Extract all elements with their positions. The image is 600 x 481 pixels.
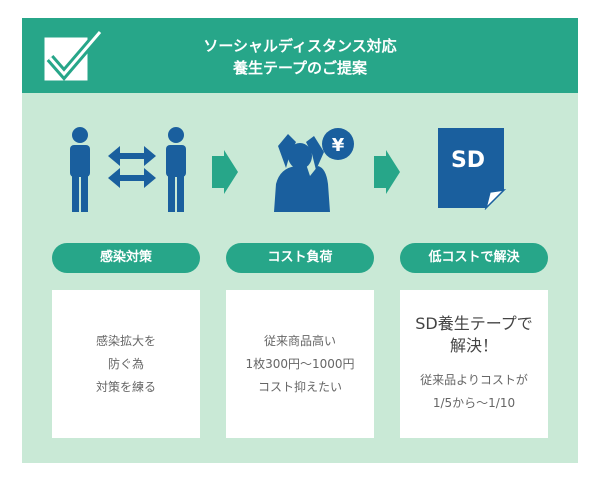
label-cost-burden: コスト負荷 bbox=[226, 243, 374, 273]
card-infection-measures: 感染拡大を 防ぐ為 対策を練る bbox=[52, 290, 200, 438]
card-lead-line: SD養生テープで bbox=[415, 314, 533, 333]
banner-title: ソーシャルディスタンス対応 養生テープのご提案 bbox=[22, 35, 578, 79]
card-text-line: コスト抑えたい bbox=[257, 379, 342, 394]
stressed-person-yen-icon: ¥ bbox=[274, 128, 354, 212]
card-text-line: 1枚300円〜1000円 bbox=[245, 356, 355, 371]
card-text-line: 従来品よりコストが bbox=[420, 373, 528, 387]
flow-arrow-icon bbox=[212, 150, 238, 194]
yen-symbol: ¥ bbox=[332, 135, 345, 156]
card-text-line: 1/5から〜1/10 bbox=[432, 396, 516, 410]
card-text-line: 防ぐ為 bbox=[107, 356, 144, 371]
sd-document-label: SD bbox=[450, 148, 486, 173]
banner-title-line2: 養生テープのご提案 bbox=[232, 59, 368, 77]
card-text-line: 対策を練る bbox=[95, 379, 156, 394]
card-lead-line: 解決！ bbox=[449, 336, 498, 355]
card-low-cost-solution: SD養生テープで 解決！ 従来品よりコストが 1/5から〜1/10 bbox=[400, 290, 548, 438]
card-cost-burden: 従来商品高い 1枚300円〜1000円 コスト抑えたい bbox=[226, 290, 374, 438]
header-banner: ソーシャルディスタンス対応 養生テープのご提案 bbox=[22, 18, 578, 93]
card-text-line: 従来商品高い bbox=[263, 333, 336, 348]
label-infection-measures: 感染対策 bbox=[52, 243, 200, 273]
label-low-cost-solution: 低コストで解決 bbox=[400, 243, 548, 273]
sd-document-icon bbox=[438, 128, 507, 210]
checkmark-box-icon bbox=[41, 29, 104, 84]
flow-arrow-icon bbox=[374, 150, 400, 194]
people-distance-icon bbox=[70, 127, 186, 212]
banner-title-line1: ソーシャルディスタンス対応 bbox=[203, 37, 397, 55]
card-text-line: 感染拡大を bbox=[95, 333, 156, 348]
